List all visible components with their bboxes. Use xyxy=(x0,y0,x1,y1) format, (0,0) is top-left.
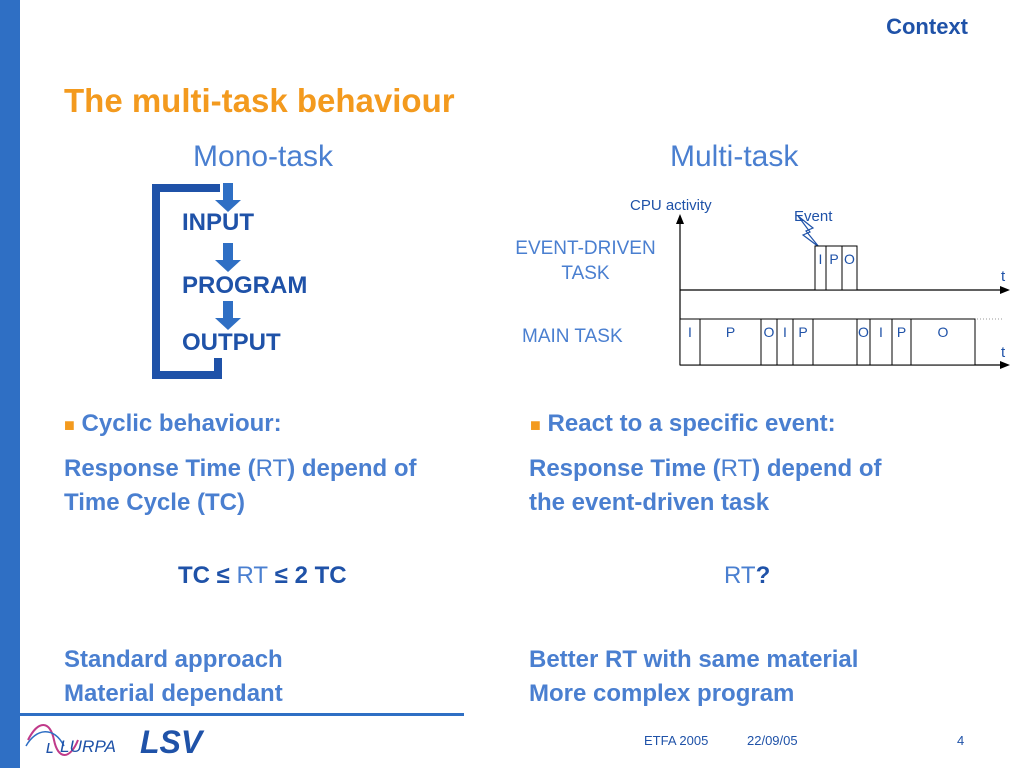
mono-formula: TC ≤ RT ≤ 2 TC xyxy=(178,562,347,589)
bullet-square-icon: ■ xyxy=(64,415,75,435)
step-input: INPUT xyxy=(182,209,254,236)
event-time-arrow xyxy=(1000,286,1010,294)
step-program: PROGRAM xyxy=(182,272,308,299)
svg-text:ʟ: ʟ xyxy=(46,737,54,757)
footer-event: ETFA 2005 xyxy=(644,733,709,748)
event-label: Event xyxy=(794,208,833,225)
main-segment-label: P xyxy=(897,324,906,340)
footer-divider xyxy=(20,713,464,716)
multi-task-heading: Multi-task xyxy=(670,140,799,173)
event-segment-box xyxy=(841,245,858,291)
footer-page-number: 4 xyxy=(957,733,965,748)
event-segment-label: I xyxy=(819,251,823,267)
lsv-logo: LSV xyxy=(140,724,203,760)
cpu-axis-arrow xyxy=(676,214,684,224)
main-time-arrow xyxy=(1000,361,1010,369)
main-segment-label: I xyxy=(879,324,883,340)
section-label: Context xyxy=(886,14,968,39)
mono-loop-diagram xyxy=(152,183,241,379)
multi-response-text: Response Time (RT) depend of the event-d… xyxy=(529,455,882,516)
arrow-down-icon xyxy=(215,183,241,212)
event-time-label: t xyxy=(1001,268,1006,285)
mono-bullet: ■ Cyclic behaviour: xyxy=(64,410,282,437)
slide-title: The multi-task behaviour xyxy=(64,82,455,119)
cpu-activity-label: CPU activity xyxy=(630,197,712,214)
main-segment-label: I xyxy=(783,324,787,340)
loop-bracket xyxy=(152,184,222,379)
mono-task-heading: Mono-task xyxy=(193,140,334,173)
arrow-down-icon xyxy=(215,301,241,330)
footer-date: 22/09/05 xyxy=(747,733,798,748)
mono-response-text: Response Time (RT) depend of Time Cycle … xyxy=(64,455,417,516)
main-segment-label: I xyxy=(688,324,692,340)
main-segment-label: O xyxy=(764,324,775,340)
lurpa-logo: ʟ LURPA xyxy=(25,724,116,757)
step-output: OUTPUT xyxy=(182,329,281,356)
main-segment-label: P xyxy=(798,324,807,340)
main-time-label: t xyxy=(1001,344,1006,361)
main-segment-label: P xyxy=(726,324,735,340)
arrow-down-icon xyxy=(215,243,241,272)
side-bar xyxy=(0,0,20,768)
main-task-label: MAIN TASK xyxy=(522,326,623,347)
main-segment-label: O xyxy=(938,324,949,340)
bullet-square-icon: ■ xyxy=(530,415,541,435)
svg-text:LURPA: LURPA xyxy=(60,737,116,756)
main-segment-box xyxy=(812,318,858,366)
event-segment-label: O xyxy=(844,251,855,267)
main-segment-box xyxy=(699,318,762,366)
main-segment-box xyxy=(910,318,976,366)
main-segment-label: O xyxy=(858,324,869,340)
multi-bullet: ■ React to a specific event: xyxy=(530,410,836,437)
event-segment-label: P xyxy=(829,251,838,267)
multi-question: RT? xyxy=(724,562,771,589)
